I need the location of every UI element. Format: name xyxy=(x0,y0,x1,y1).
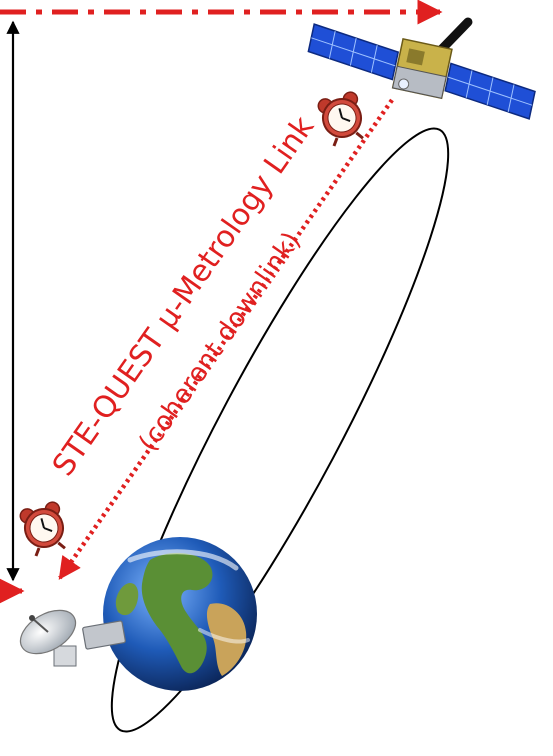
orbit-ellipse xyxy=(110,127,450,733)
satellite-icon xyxy=(307,17,536,120)
link-title-label: STE-QUEST μ-Metrology Link xyxy=(46,110,322,483)
alarm-clock-icon xyxy=(317,91,364,147)
alarm-clock-icon xyxy=(19,501,66,557)
ground-antenna-icon xyxy=(19,609,126,667)
metrology-link-line xyxy=(58,98,394,580)
earth-icon xyxy=(103,537,257,691)
